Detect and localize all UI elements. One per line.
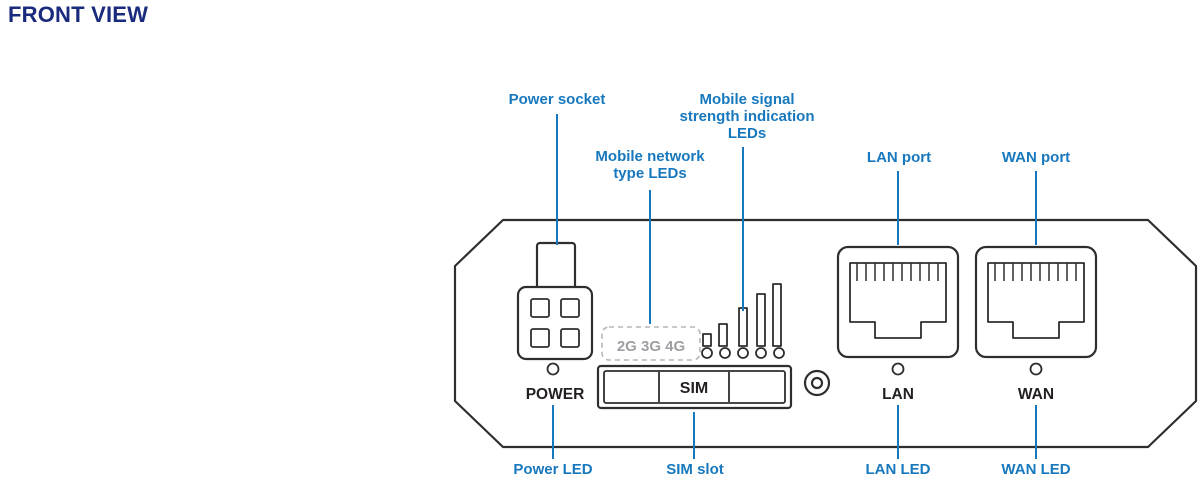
network-type-led-box: 2G 3G 4G [601, 326, 701, 361]
round-connector-icon [803, 369, 831, 397]
sim-slot-inner [603, 370, 786, 404]
signal-bar [772, 283, 782, 347]
round-connector-inner [810, 376, 824, 390]
wan-led-hole [1029, 362, 1043, 376]
callout-mobile-signal-strength-leds: Mobile signal strength indication LEDs [679, 91, 815, 142]
power-panel-label: POWER [526, 386, 585, 403]
callout-wan-led: WAN LED [1001, 461, 1071, 478]
wan-port-pins [994, 263, 1077, 281]
wan-panel-label: WAN [1018, 386, 1054, 403]
network-type-dashed-border [601, 326, 701, 361]
lan-port-drawing [836, 245, 960, 359]
power-led-hole [546, 362, 560, 376]
sim-slot-label: SIM [680, 380, 708, 397]
callout-wan-port: WAN port [1001, 149, 1071, 166]
power-socket-pin [530, 298, 550, 318]
power-socket-body [516, 285, 594, 361]
callout-power-socket: Power socket [508, 91, 606, 108]
callout-sim-slot: SIM slot [666, 461, 724, 478]
network-type-leds-label: 2G 3G 4G [617, 338, 685, 355]
power-socket-pin [560, 328, 580, 348]
signal-bar [738, 307, 748, 347]
power-socket-drawing [516, 241, 594, 361]
led-hole [719, 347, 731, 359]
wan-port-drawing [974, 245, 1098, 359]
lan-port-pins [856, 263, 939, 281]
callout-power-led: Power LED [513, 461, 593, 478]
power-socket-pin [560, 298, 580, 318]
wan-port-jack [987, 262, 1085, 339]
power-socket-tab [535, 241, 577, 293]
sim-slot-drawing: SIM [596, 364, 793, 410]
led-hole [701, 347, 713, 359]
signal-bar [702, 333, 712, 347]
callout-lan-port: LAN port [866, 149, 932, 166]
page-title: FRONT VIEW [8, 2, 149, 27]
signal-bar [718, 323, 728, 347]
callout-lan-led: LAN LED [865, 461, 931, 478]
power-socket-pin [530, 328, 550, 348]
led-hole [755, 347, 767, 359]
signal-bar [756, 293, 766, 347]
signal-led-holes [701, 347, 785, 359]
lan-panel-label: LAN [882, 386, 914, 403]
lan-led-hole [891, 362, 905, 376]
lan-port-jack [849, 262, 947, 339]
led-hole [773, 347, 785, 359]
callout-mobile-network-type-leds: Mobile network type LEDs [595, 148, 705, 182]
led-hole [737, 347, 749, 359]
